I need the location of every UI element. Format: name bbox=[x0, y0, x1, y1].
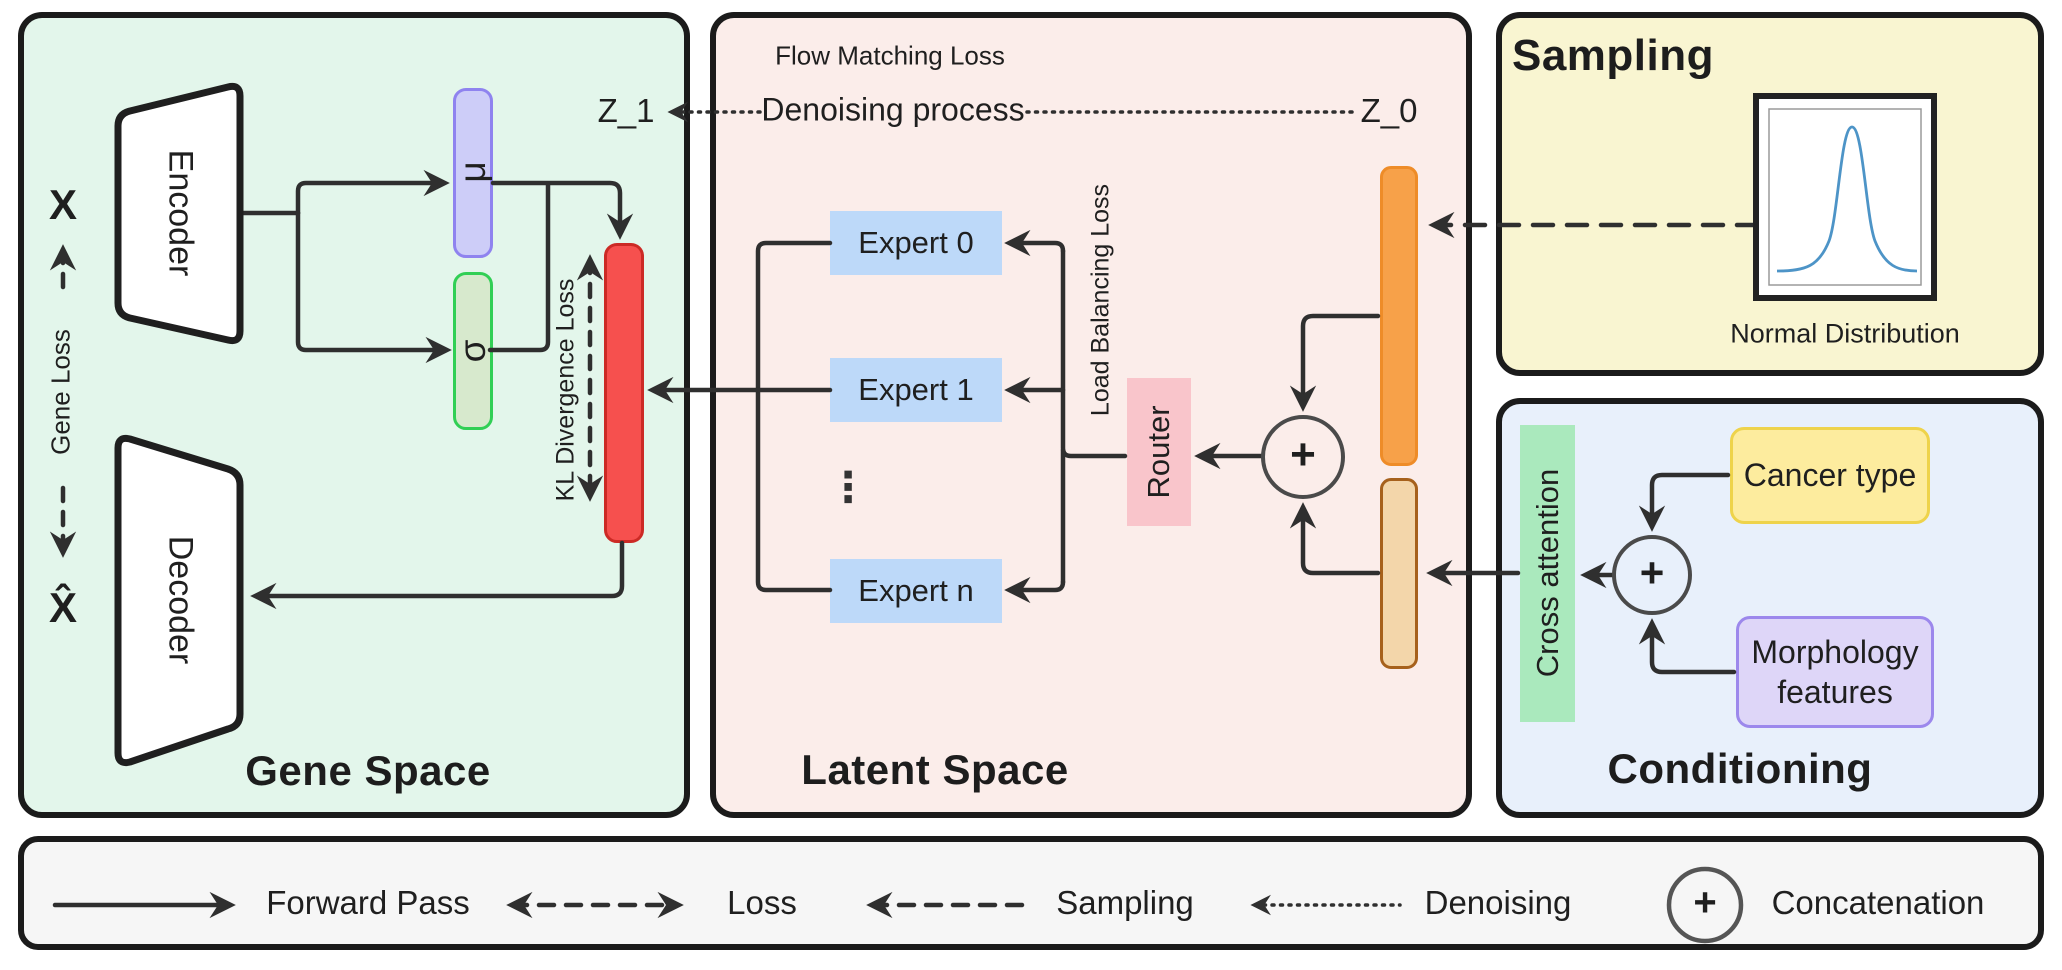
load-balancing-loss-label: Load Balancing Loss bbox=[1086, 183, 1115, 417]
legend-forward-pass-label: Forward Pass bbox=[266, 884, 470, 921]
cross-attention-label: Cross attention bbox=[1530, 468, 1565, 678]
legend-loss-label: Loss bbox=[727, 884, 797, 921]
flow-matching-loss-label: Flow Matching Loss bbox=[775, 40, 1005, 71]
normal-distribution-label: Normal Distribution bbox=[1730, 318, 1960, 349]
morphology-features-label: Morphology features bbox=[1751, 634, 1919, 710]
router-label: Router bbox=[1141, 405, 1176, 499]
gene-loss-label: Gene Loss bbox=[45, 329, 76, 455]
legend-sampling-label: Sampling bbox=[1056, 884, 1194, 921]
morphology-features-box: Morphology features bbox=[1736, 616, 1934, 728]
sigma-label: σ bbox=[452, 339, 493, 363]
cross-attention-box bbox=[1520, 425, 1575, 722]
cancer-type-box: Cancer type bbox=[1730, 427, 1930, 524]
legend-denoising-label: Denoising bbox=[1424, 884, 1572, 921]
gene-space-panel bbox=[18, 12, 690, 818]
mu-box bbox=[453, 88, 493, 258]
z0-label: Z_0 bbox=[1360, 92, 1418, 129]
mu-label: μ bbox=[452, 161, 493, 183]
denoising-process-label: Denoising process bbox=[761, 91, 1025, 128]
cancer-type-label: Cancer type bbox=[1743, 457, 1917, 493]
expert-n-box: Expert n bbox=[830, 559, 1002, 623]
noise-bar bbox=[1380, 166, 1418, 466]
experts-ellipsis: ⋮ bbox=[827, 463, 869, 511]
gene-space-title: Gene Space bbox=[245, 747, 491, 794]
conditioning-concat-plus: + bbox=[1639, 549, 1665, 596]
encoder-label: Encoder bbox=[161, 149, 200, 277]
x-input-label: X bbox=[48, 181, 78, 228]
latent-z-bar bbox=[604, 243, 644, 543]
z1-label: Z_1 bbox=[597, 92, 655, 129]
expert-0-label: Expert 0 bbox=[858, 225, 974, 260]
kl-divergence-label: KL Divergence Loss bbox=[551, 278, 580, 502]
expert-0-box: Expert 0 bbox=[830, 211, 1002, 275]
latent-concat-plus: + bbox=[1290, 430, 1316, 479]
conditioning-title: Conditioning bbox=[1607, 745, 1873, 792]
decoder-label: Decoder bbox=[161, 535, 200, 665]
expert-1-label: Expert 1 bbox=[858, 372, 974, 407]
router-box bbox=[1127, 378, 1191, 526]
condition-bar bbox=[1380, 478, 1418, 669]
x-hat-output-label: X̂ bbox=[48, 584, 78, 631]
sampling-title: Sampling bbox=[1511, 31, 1715, 80]
legend-concatenation-label: Concatenation bbox=[1771, 884, 1985, 921]
latent-space-title: Latent Space bbox=[801, 746, 1069, 793]
expert-n-label: Expert n bbox=[858, 573, 974, 608]
expert-1-box: Expert 1 bbox=[830, 358, 1002, 422]
legend-concat-plus: + bbox=[1693, 880, 1717, 925]
